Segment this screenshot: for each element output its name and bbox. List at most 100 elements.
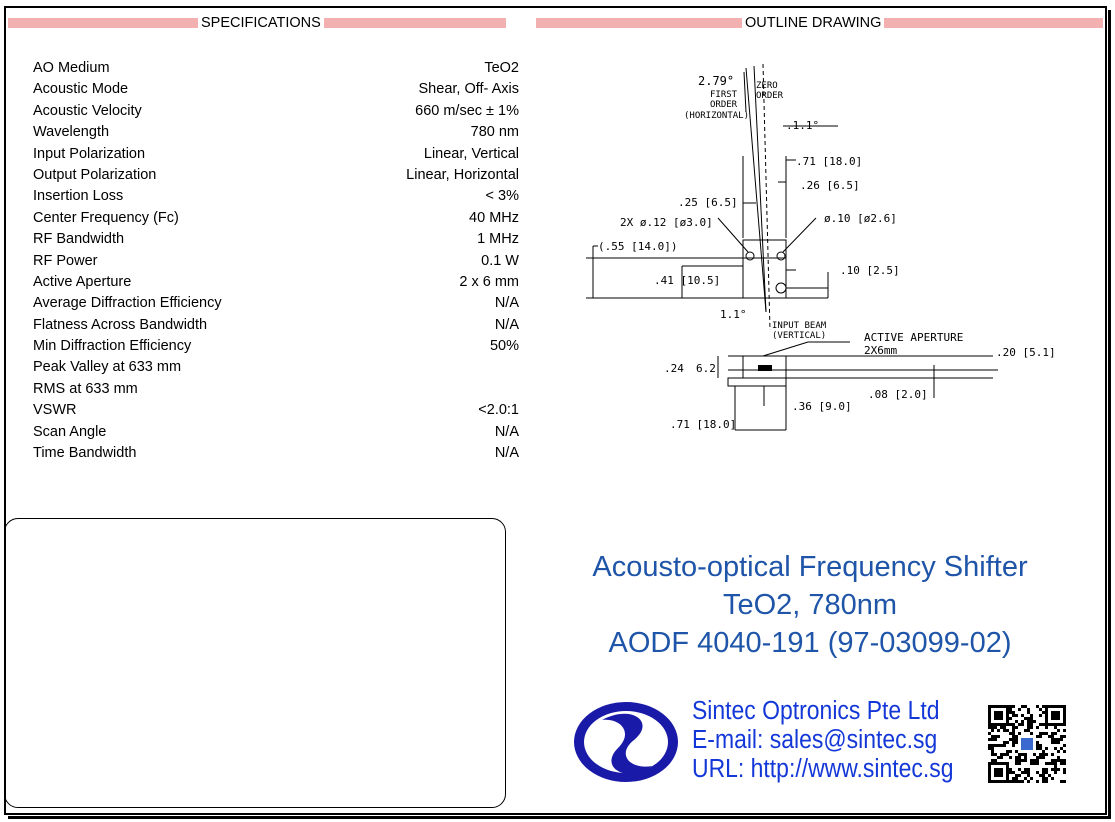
outline-header: OUTLINE DRAWING	[536, 15, 1103, 31]
spec-value: TeO2	[484, 60, 519, 76]
spec-row: Acoustic Velocity 660 m/sec ± 1%	[33, 101, 519, 122]
spec-label: Acoustic Mode	[33, 81, 129, 98]
angle-first-label: 2.79°	[698, 74, 734, 88]
product-title: Acousto-optical Frequency Shifter TeO2, …	[540, 548, 1080, 662]
zero-order-label: ORDER	[756, 91, 784, 101]
spec-row: Peak Valley at 633 mm	[33, 357, 519, 378]
angle-bottom-label: 1.1°	[720, 308, 747, 321]
spec-value: Linear, Horizontal	[406, 166, 519, 183]
specifications-header: SPECIFICATIONS	[8, 15, 506, 31]
spec-label: Flatness Across Bandwidth	[33, 316, 208, 333]
dim-08: .08 [2.0]	[868, 388, 928, 401]
spec-value: 0.1 W	[481, 252, 519, 269]
vertical-label: (VERTICAL)	[772, 331, 826, 341]
spec-row: VSWR <2.0:1	[33, 400, 519, 421]
first-label: FIRST	[710, 90, 738, 100]
spec-value: N/A	[494, 316, 519, 333]
dim-41: .41 [10.5]	[654, 274, 720, 287]
spec-label: Acoustic Velocity	[33, 102, 142, 119]
first-order-label: ORDER	[710, 100, 738, 110]
qr-code-icon	[988, 705, 1066, 783]
aperture-size-label: 2X6mm	[864, 344, 897, 357]
title-line-3: AODF 4040-191 (97-03099-02)	[608, 627, 1012, 659]
dim-36: .36 [9.0]	[792, 400, 852, 413]
hole-2x-label: 2X ø.12 [ø3.0]	[620, 216, 713, 229]
spec-value: < 3%	[485, 188, 519, 205]
angle-top-label: .1.1°	[786, 119, 819, 132]
horizontal-label: (HORIZONTAL)	[684, 111, 749, 121]
spec-label: VSWR	[33, 402, 77, 419]
hole-10-label: ø.10 [ø2.6]	[824, 212, 897, 225]
dim-10: .10 [2.5]	[840, 264, 900, 277]
company-info: Sintec Optronics Pte Ltd E-mail: sales@s…	[692, 697, 953, 784]
dim-55: (.55 [14.0])	[598, 240, 677, 253]
spec-row: RF Power 0.1 W	[33, 251, 519, 272]
dim-62: 6.2	[696, 362, 716, 375]
spec-label: Min Diffraction Efficiency	[33, 338, 192, 355]
spec-value: 2 x 6 mm	[459, 273, 519, 290]
spec-value: Shear, Off- Axis	[418, 81, 519, 98]
company-name: Sintec Optronics Pte Ltd	[692, 697, 940, 725]
spec-row: Scan Angle N/A	[33, 422, 519, 443]
notes-box	[4, 518, 506, 808]
spec-label: AO Medium	[33, 60, 110, 76]
spec-value: 1 MHz	[477, 231, 519, 248]
company-url[interactable]: URL: http://www.sintec.sg	[692, 755, 954, 783]
spec-value: N/A	[494, 445, 519, 462]
spec-row: RF Bandwidth 1 MHz	[33, 229, 519, 250]
spec-row: Wavelength 780 nm	[33, 122, 519, 143]
spec-label: Center Frequency (Fc)	[33, 209, 179, 226]
outline-title: OUTLINE DRAWING	[742, 15, 885, 31]
title-line-2: TeO2, 780nm	[722, 589, 898, 621]
spec-label: Input Polarization	[33, 145, 146, 162]
spec-row: AO Medium TeO2	[33, 58, 519, 79]
active-aperture-label: ACTIVE APERTURE	[864, 331, 963, 344]
spec-row: Input Polarization Linear, Vertical	[33, 144, 519, 165]
dim-26: .26 [6.5]	[800, 179, 860, 192]
spec-row: RMS at 633 mm	[33, 379, 519, 400]
spec-label: RF Power	[33, 252, 98, 269]
spec-label: RF Bandwidth	[33, 231, 125, 248]
spec-row: Flatness Across Bandwidth N/A	[33, 315, 519, 336]
dim-71-top: .71 [18.0]	[796, 155, 862, 168]
spec-row: Min Diffraction Efficiency 50%	[33, 336, 519, 357]
spec-value: 50%	[489, 338, 519, 355]
dim-20: .20 [5.1]	[996, 346, 1056, 359]
dim-25: .25 [6.5]	[678, 196, 738, 209]
spec-label: Average Diffraction Efficiency	[33, 295, 222, 312]
spec-row: Insertion Loss < 3%	[33, 186, 519, 207]
spec-value: N/A	[494, 295, 519, 312]
spec-row: Time Bandwidth N/A	[33, 443, 519, 464]
company-email[interactable]: E-mail: sales@sintec.sg	[692, 726, 938, 754]
spec-label: Time Bandwidth	[33, 445, 137, 462]
spec-row: Center Frequency (Fc) 40 MHz	[33, 208, 519, 229]
spec-row: Average Diffraction Efficiency N/A	[33, 293, 519, 314]
spec-label: RMS at 633 mm	[33, 380, 138, 397]
page-frame-shadow	[8, 10, 1111, 819]
spec-value: 780 nm	[470, 124, 519, 141]
spec-value: N/A	[494, 423, 519, 440]
spec-label: Output Polarization	[33, 166, 157, 183]
spec-value: 660 m/sec ± 1%	[415, 102, 519, 119]
spec-row: Acoustic Mode Shear, Off- Axis	[33, 79, 519, 100]
spec-row: Active Aperture 2 x 6 mm	[33, 272, 519, 293]
spec-label: Scan Angle	[33, 423, 107, 440]
company-logo-icon	[574, 702, 678, 782]
zero-label: ZERO	[756, 81, 778, 91]
specifications-title: SPECIFICATIONS	[198, 15, 324, 31]
spec-label: Peak Valley at 633 mm	[33, 359, 182, 376]
spec-value: 40 MHz	[469, 209, 519, 226]
spec-label: Active Aperture	[33, 273, 132, 290]
dim-24: .24	[664, 362, 684, 375]
outline-drawing: 2.79° FIRST ORDER (HORIZONTAL) ZERO ORDE…	[586, 63, 1056, 431]
spec-value: Linear, Vertical	[423, 145, 519, 162]
spec-row: Output Polarization Linear, Horizontal	[33, 165, 519, 186]
page-frame	[4, 6, 1107, 815]
title-line-1: Acousto-optical Frequency Shifter	[592, 551, 1028, 583]
dim-71-bottom: .71 [18.0]	[670, 418, 736, 431]
spec-value: <2.0:1	[478, 402, 519, 419]
spec-label: Wavelength	[33, 124, 110, 141]
spec-label: Insertion Loss	[33, 188, 124, 205]
input-beam-label: INPUT BEAM	[772, 321, 827, 331]
